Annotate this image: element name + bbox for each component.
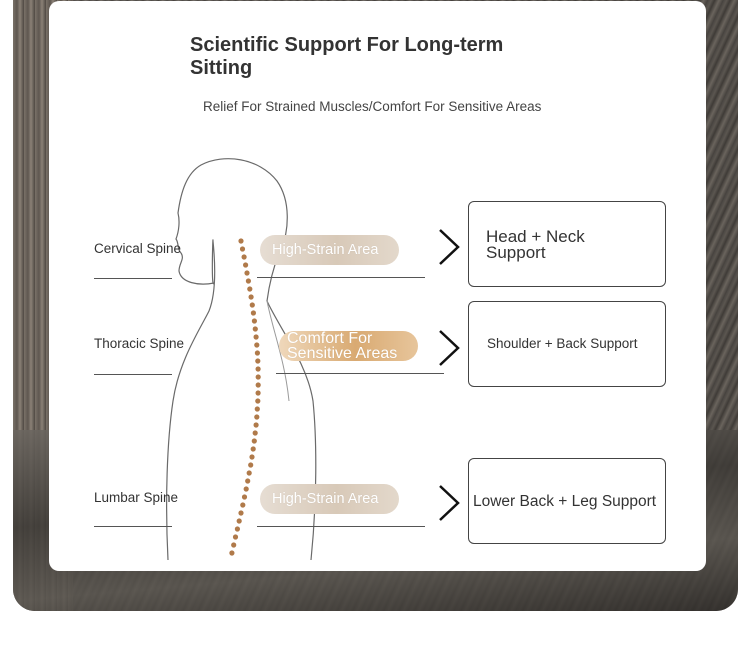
vertebra-dot — [252, 430, 258, 436]
vertebra-dot — [239, 246, 246, 252]
pill-comfort-sensitive: Comfort For Sensitive Areas — [279, 331, 418, 361]
vertebra-dot — [254, 406, 260, 412]
vertebra-dot — [253, 422, 259, 428]
pill-underline — [257, 526, 425, 527]
vertebra-dot — [238, 510, 244, 516]
chevron-right-icon — [439, 330, 460, 366]
chevron-right-icon — [439, 485, 460, 521]
vertebra-dot — [250, 310, 256, 316]
label-lumbar-spine: Lumbar Spine — [94, 490, 179, 505]
vertebra-dot — [254, 342, 260, 348]
vertebra-dot — [244, 270, 250, 276]
vertebra-dot — [255, 382, 261, 388]
vertebra-dot — [255, 398, 261, 404]
pill-underline — [276, 373, 444, 374]
vertebra-dot — [252, 326, 258, 332]
pill-text: Comfort For Sensitive Areas — [287, 331, 398, 361]
pill-text: High-Strain Area — [272, 490, 379, 507]
pill-underline — [257, 277, 425, 278]
vertebra-dot — [254, 414, 260, 420]
vertebra-dot — [240, 502, 246, 508]
pill-text: High-Strain Area — [272, 241, 379, 258]
vertebra-dot — [249, 302, 255, 308]
body-outline-path — [166, 158, 317, 561]
back-contour — [266, 300, 290, 402]
vertebra-dot — [255, 358, 261, 364]
support-text: Lower Back + Leg Support — [473, 493, 657, 510]
pill-high-strain-upper: High-Strain Area — [260, 235, 399, 265]
label-underline — [94, 526, 172, 527]
label-underline — [94, 278, 172, 279]
page-subtitle: Relief For Strained Muscles/Comfort For … — [203, 99, 542, 114]
info-card: Scientific Support For Long-term Sitting… — [49, 1, 706, 571]
vertebra-dot — [251, 318, 257, 324]
vertebra-dot — [248, 294, 254, 300]
vertebra-dot — [243, 262, 249, 268]
vertebra-dot — [249, 454, 255, 460]
support-text: Shoulder + Back Support — [487, 336, 638, 351]
support-text: Head + Neck Support — [486, 227, 585, 262]
vertebra-dot — [234, 526, 240, 532]
vertebra-dot — [238, 238, 244, 244]
human-silhouette — [166, 158, 317, 561]
label-thoracic-spine: Thoracic Spine — [94, 336, 185, 351]
support-box-lower-back-leg: Lower Back + Leg Support — [468, 458, 666, 544]
vertebra-dot — [241, 494, 248, 500]
pill-high-strain-lower: High-Strain Area — [260, 484, 399, 514]
vertebra-dot — [255, 366, 261, 372]
vertebra-dot — [247, 286, 253, 292]
label-underline — [94, 374, 172, 375]
vertebra-dot — [254, 350, 260, 356]
vertebra-dot — [245, 478, 251, 484]
vertebra-dot — [241, 254, 247, 260]
vertebra-dot — [232, 534, 239, 540]
vertebra-dot — [253, 334, 259, 340]
vertebra-dot — [250, 446, 256, 452]
chevron-right-icon — [439, 229, 460, 265]
spine-vertebrae — [229, 238, 261, 556]
page-title: Scientific Support For Long-term Sitting — [190, 34, 504, 79]
vertebra-dot — [251, 438, 257, 444]
vertebra-dot — [248, 462, 254, 468]
support-box-shoulder-back: Shoulder + Back Support — [468, 301, 666, 387]
vertebra-dot — [255, 390, 261, 396]
support-box-head-neck: Head + Neck Support — [468, 201, 666, 287]
vertebra-dot — [246, 470, 252, 476]
vertebra-dot — [231, 542, 237, 548]
vertebra-dot — [243, 486, 249, 492]
label-cervical-spine: Cervical Spine — [94, 241, 182, 256]
vertebra-dot — [245, 278, 251, 284]
vertebra-dot — [255, 374, 261, 380]
vertebra-dot — [229, 550, 235, 556]
vertebra-dot — [236, 518, 242, 524]
